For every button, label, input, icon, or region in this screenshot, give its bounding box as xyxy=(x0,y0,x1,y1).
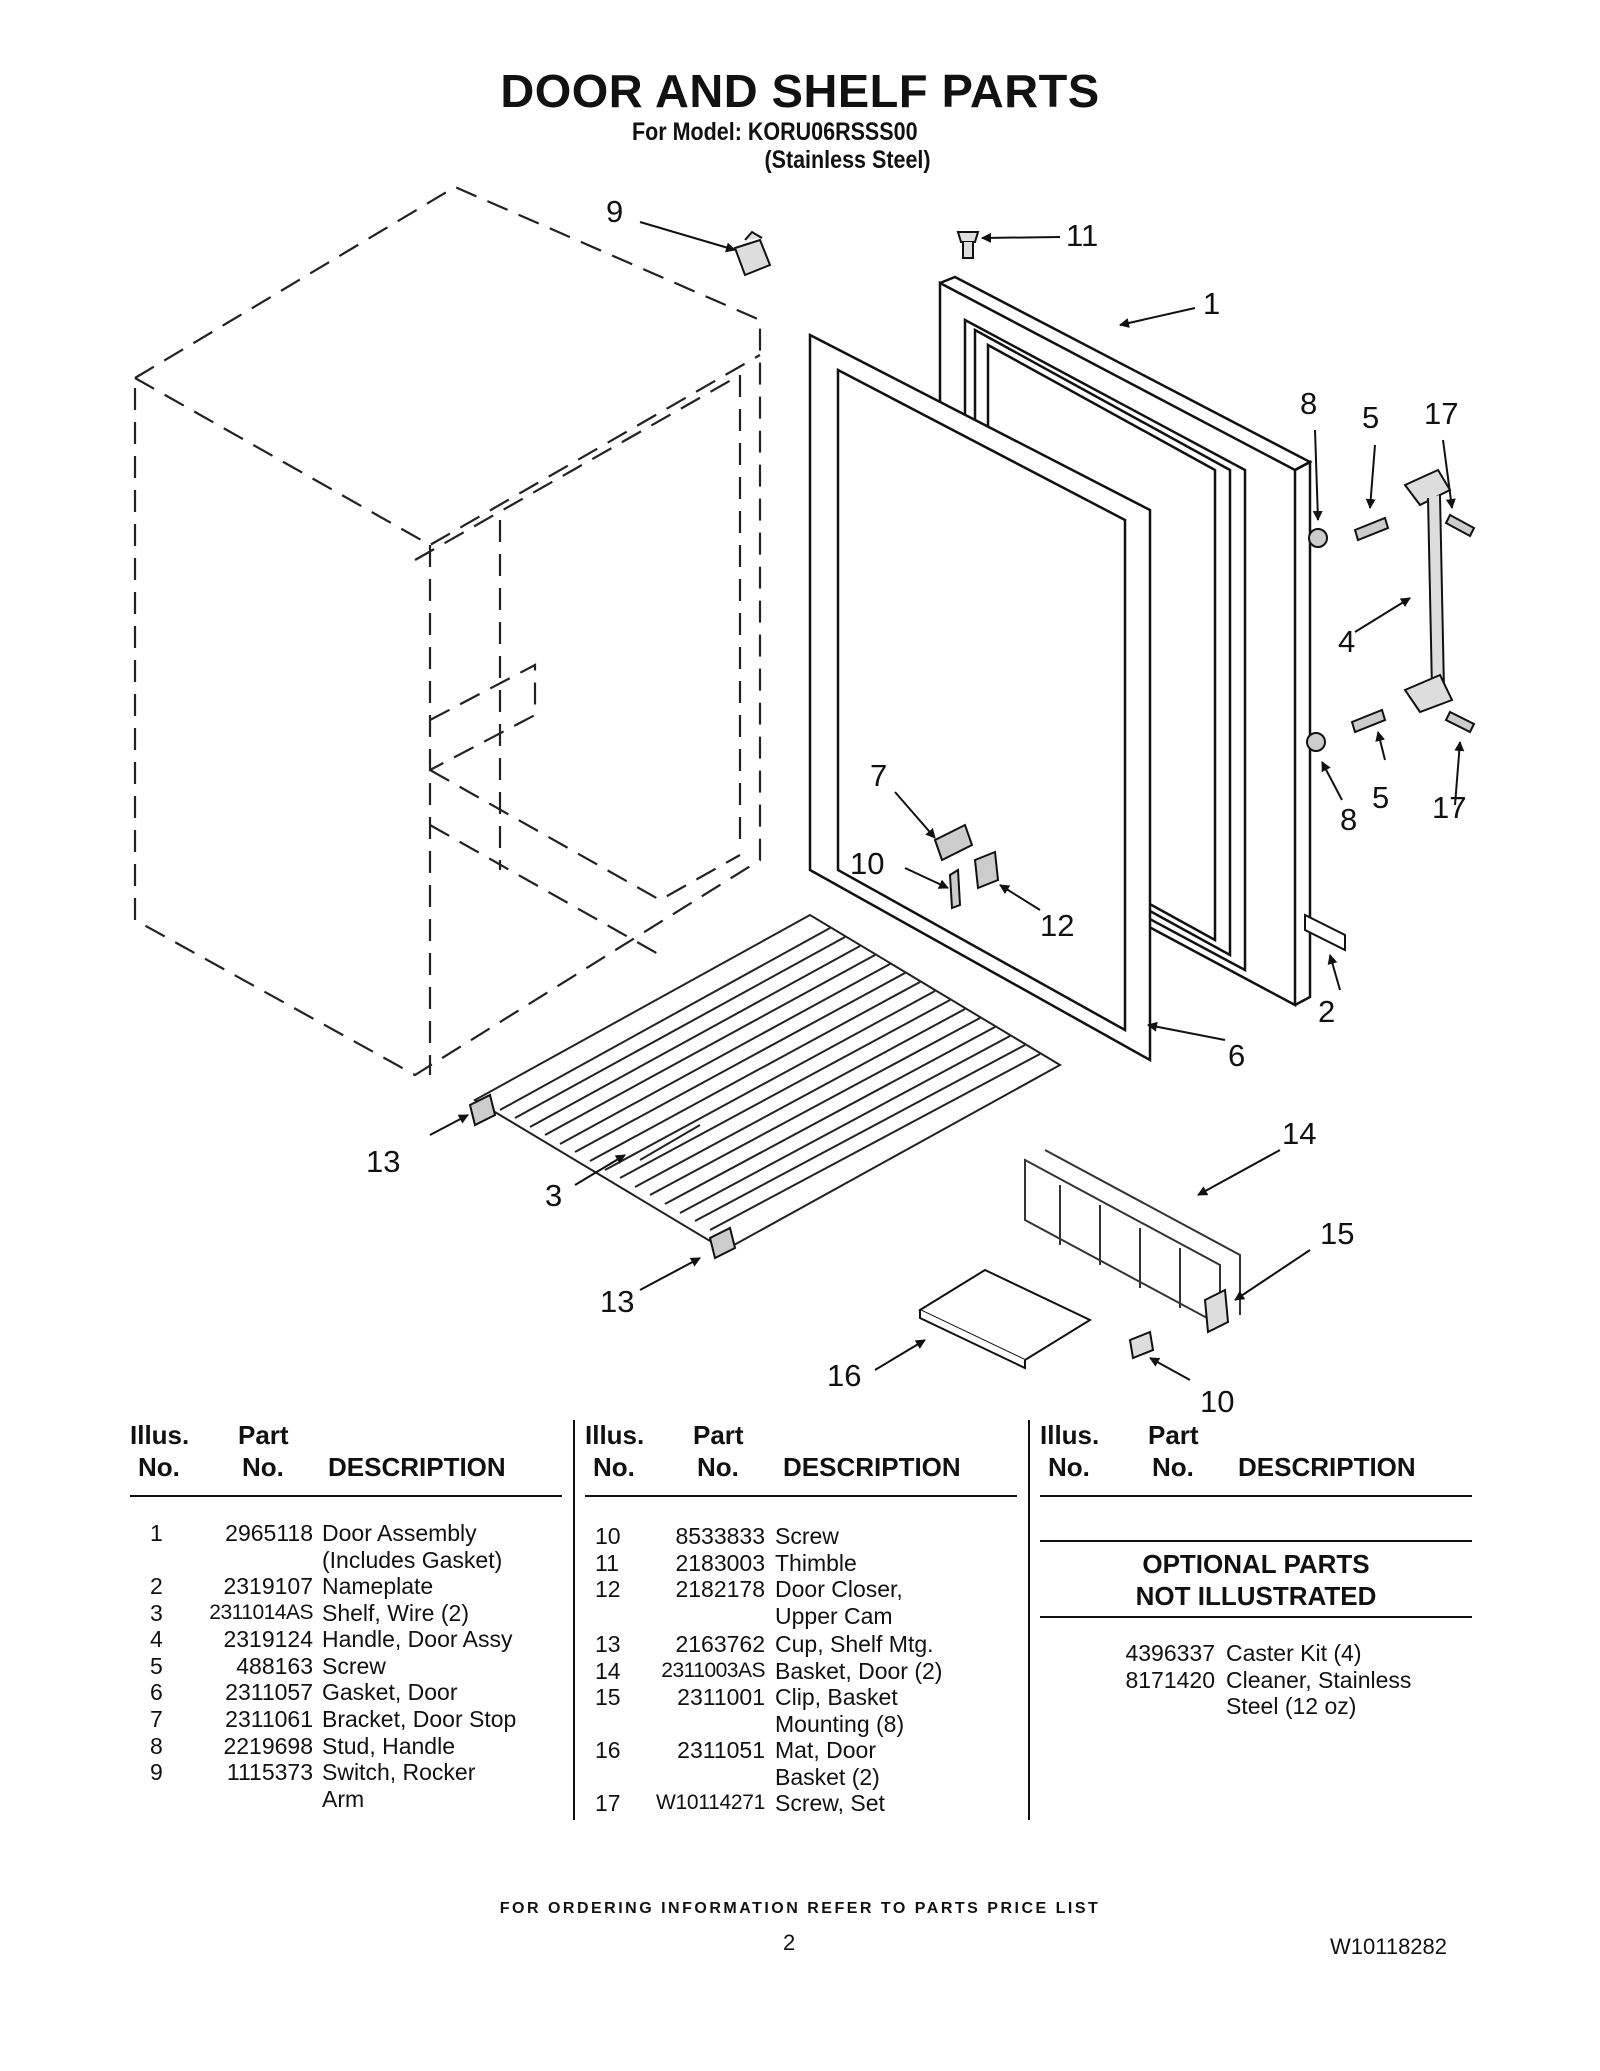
header-part-no: No. xyxy=(242,1452,284,1482)
basket-mat xyxy=(917,1268,1093,1370)
callout-5b: 5 xyxy=(1372,780,1389,815)
parts-table-col3: Illus. No. Part No. DESCRIPTION xyxy=(1040,1420,1470,1496)
header-illus: Illus. xyxy=(130,1420,190,1450)
handle-hardware xyxy=(1306,513,1476,752)
callout-8b: 8 xyxy=(1340,802,1357,837)
table-header: Illus. No. Part No. DESCRIPTION xyxy=(585,1420,1015,1496)
optional-parts-heading: OPTIONAL PARTS NOT ILLUSTRATED xyxy=(1135,1549,1377,1611)
header-part-no: No. xyxy=(1152,1452,1194,1482)
callout-4: 4 xyxy=(1338,624,1355,659)
door-hardware xyxy=(933,823,1000,910)
header-illus-no: No. xyxy=(593,1452,635,1482)
callout-17: 17 xyxy=(1424,396,1458,431)
header-illus-no: No. xyxy=(138,1452,180,1482)
header-rule xyxy=(130,1495,562,1497)
nameplate xyxy=(1304,913,1346,952)
cabinet-outline xyxy=(133,185,762,1077)
header-description: DESCRIPTION xyxy=(783,1452,961,1482)
header-part-no: No. xyxy=(697,1452,739,1482)
model-line: For Model: KORU06RSSS00 xyxy=(632,118,918,146)
header-illus: Illus. xyxy=(1040,1420,1100,1450)
column-divider xyxy=(573,1420,575,1820)
callout-9: 9 xyxy=(606,194,623,229)
exploded-parts-diagram: 9 11 1 8 5 17 4 5 17 8 7 10 12 2 6 14 15… xyxy=(133,185,1476,1419)
callout-10b: 10 xyxy=(1200,1384,1234,1419)
shelf-cups xyxy=(468,1093,737,1260)
header-description: DESCRIPTION xyxy=(328,1452,506,1482)
thimble xyxy=(956,231,980,259)
callout-2: 2 xyxy=(1318,994,1335,1029)
header-rule xyxy=(585,1495,1017,1497)
callout-15: 15 xyxy=(1320,1216,1354,1251)
page-number: 2 xyxy=(783,1930,796,1955)
leader-lines xyxy=(429,221,1465,1381)
callout-12: 12 xyxy=(1040,908,1074,943)
parts-table-col2: Illus. No. Part No. DESCRIPTION xyxy=(585,1420,1015,1496)
callout-7: 7 xyxy=(870,758,887,793)
header-rule xyxy=(1040,1495,1472,1497)
header-illus-no: No. xyxy=(1048,1452,1090,1482)
page-title: DOOR AND SHELF PARTS xyxy=(500,65,1100,117)
optional-top-rule xyxy=(1040,1540,1472,1542)
column-divider xyxy=(1028,1420,1030,1820)
rocker-switch xyxy=(733,230,772,277)
header-part: Part xyxy=(693,1420,744,1450)
optional-bottom-rule xyxy=(1040,1616,1472,1618)
callout-17b: 17 xyxy=(1432,790,1466,825)
callout-11: 11 xyxy=(1066,218,1098,253)
callout-5: 5 xyxy=(1362,400,1379,435)
callout-labels: 9 11 1 8 5 17 4 5 17 8 7 10 12 2 6 14 15… xyxy=(366,194,1466,1419)
header-part: Part xyxy=(1148,1420,1199,1450)
model-info: For Model: KORU06RSSS00 (Stainless Steel… xyxy=(632,118,931,174)
header-illus: Illus. xyxy=(585,1420,645,1450)
handle xyxy=(1403,468,1454,714)
parts-table-col1: Illus. No. Part No. DESCRIPTION xyxy=(130,1420,562,1496)
callout-16: 16 xyxy=(827,1358,861,1393)
callout-13: 13 xyxy=(366,1144,400,1179)
callout-1: 1 xyxy=(1203,286,1220,321)
callout-3: 3 xyxy=(545,1178,562,1213)
ordering-note: FOR ORDERING INFORMATION REFER TO PARTS … xyxy=(499,1900,1101,1917)
document-number: W10118282 xyxy=(1330,1934,1448,1959)
wire-shelf xyxy=(472,913,1063,1252)
table-header: Illus. No. Part No. DESCRIPTION xyxy=(1040,1420,1470,1496)
callout-14: 14 xyxy=(1282,1116,1316,1151)
callout-8: 8 xyxy=(1300,386,1317,421)
basket-clip xyxy=(1128,1288,1230,1360)
table-header: Illus. No. Part No. DESCRIPTION xyxy=(130,1420,562,1496)
header-part: Part xyxy=(238,1420,289,1450)
callout-10: 10 xyxy=(850,846,884,881)
callout-13b: 13 xyxy=(600,1284,634,1319)
callout-6: 6 xyxy=(1228,1038,1245,1073)
model-finish: (Stainless Steel) xyxy=(764,146,931,174)
door-gasket xyxy=(808,332,1152,1063)
header-description: DESCRIPTION xyxy=(1238,1452,1416,1482)
